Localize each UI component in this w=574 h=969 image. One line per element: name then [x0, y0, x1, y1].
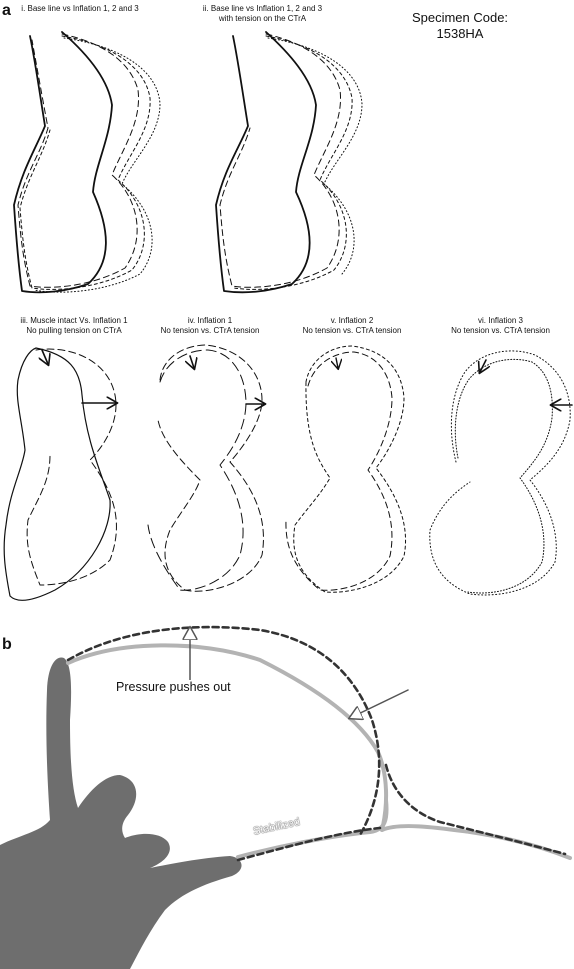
panel-iii-outlines: [3, 347, 117, 601]
panel-iv-no-tension: [157, 344, 264, 592]
panel-iii-inflation-1: [26, 348, 117, 586]
caption-iv-line2: No tension vs. CTrA tension: [160, 326, 260, 335]
caption-v-line2: No tension vs. CTrA tension: [302, 326, 402, 335]
panel-b-drawing: [0, 625, 572, 969]
panel-iii-arrow-top: [42, 349, 48, 364]
panel-v-tension: [285, 351, 393, 591]
specimen-code: Specimen Code: 1538HA: [405, 10, 515, 42]
panel-iv-outlines: [147, 344, 264, 592]
panel-ii-inflation-1: [219, 33, 342, 288]
caption-iv: iv. Inflation 1 No tension vs. CTrA tens…: [150, 316, 270, 336]
panel-v-no-tension: [293, 345, 407, 593]
caption-iii-line1: iii. Muscle intact Vs. Inflation 1: [20, 316, 128, 325]
caption-ii-line1: ii. Base line vs Inflation 1, 2 and 3: [202, 4, 323, 13]
membrane-gray-line: [66, 643, 572, 860]
panel-vi-arrow-top: [480, 359, 486, 372]
panel-b-letter: b: [2, 636, 12, 653]
panel-vi-tension: [454, 358, 553, 594]
panel-v-outlines: [285, 345, 407, 593]
panel-ii-inflation-2: [233, 35, 353, 290]
caption-v-line1: v. Inflation 2: [330, 316, 374, 325]
panel-iv-arrow-top: [190, 355, 194, 368]
diagonal-arrow: [350, 689, 409, 718]
caption-v: v. Inflation 2 No tension vs. CTrA tensi…: [292, 316, 412, 336]
caption-ii: ii. Base line vs Inflation 1, 2 and 3 wi…: [195, 4, 330, 24]
panel-i-baseline: [13, 31, 113, 294]
panel-i-inflation-3: [33, 37, 161, 293]
caption-iii: iii. Muscle intact Vs. Inflation 1 No pu…: [4, 316, 144, 336]
membrane-dashed-lower: [236, 826, 382, 862]
panel-i-inflation-1: [17, 33, 140, 288]
panel-i-outlines: [13, 31, 161, 294]
specimen-code-line2: 1538HA: [436, 26, 484, 41]
panel-vi-no-tension: [429, 350, 571, 596]
caption-ii-line2: with tension on the CTrA: [218, 14, 307, 23]
panel-ii-outlines: [215, 31, 363, 294]
membrane-dashed-branch: [384, 763, 567, 856]
membrane-dashed-outer: [66, 625, 381, 837]
pressure-label: Pressure pushes out: [114, 680, 233, 694]
caption-iii-line2: No pulling tension on CTrA: [26, 326, 122, 335]
panel-a-letter: a: [2, 2, 11, 19]
panel-iv-tension: [147, 349, 247, 591]
caption-vi: vi. Inflation 3 No tension vs. CTrA tens…: [438, 316, 563, 336]
panel-i-inflation-2: [19, 35, 151, 290]
caption-vi-line2: No tension vs. CTrA tension: [451, 326, 550, 335]
specimen-code-line1: Specimen Code:: [411, 10, 509, 25]
panel-ii-baseline: [215, 31, 317, 294]
hand-silhouette: [0, 657, 242, 969]
panel-vi-outlines: [429, 350, 573, 596]
caption-i-line1: i. Base line vs Inflation 1, 2 and 3: [21, 4, 139, 13]
caption-vi-line1: vi. Inflation 3: [478, 316, 523, 325]
caption-iv-line1: iv. Inflation 1: [187, 316, 233, 325]
caption-i: i. Base line vs Inflation 1, 2 and 3: [20, 4, 140, 14]
panel-v-arrow: [336, 357, 338, 368]
panel-ii-inflation-3: [267, 37, 363, 275]
panel-iii-muscle-intact: [3, 347, 111, 601]
